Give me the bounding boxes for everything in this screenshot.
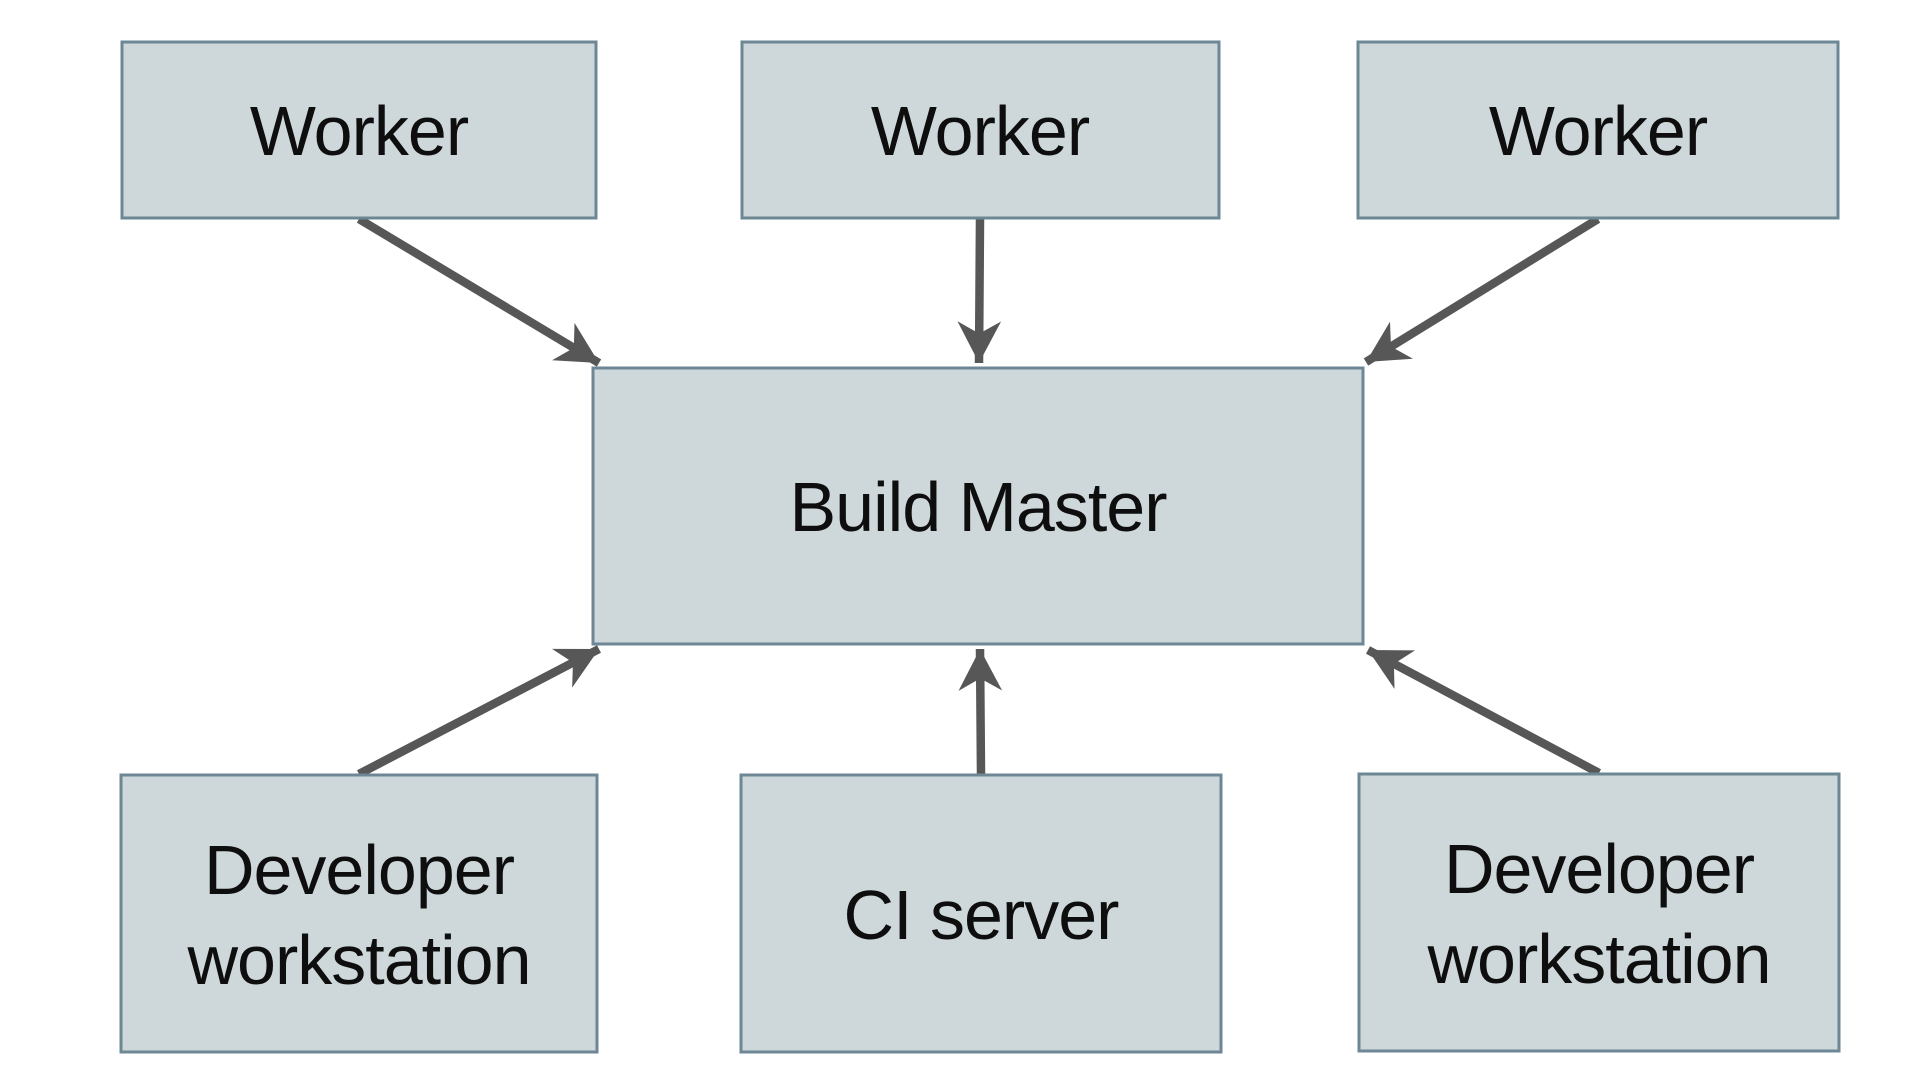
node-developer-workstation-2-box xyxy=(1357,772,1841,1053)
node-ci-server-box xyxy=(739,773,1223,1054)
node-developer-workstation-2: Developer workstation xyxy=(1357,772,1841,1053)
node-build-master: Build Master xyxy=(591,366,1365,646)
node-worker-3: Worker xyxy=(1356,40,1840,220)
arrow-developer-workstation-2-to-build-master xyxy=(1366,646,1601,777)
node-developer-workstation-2-label-line2: workstation xyxy=(1426,920,1770,998)
node-developer-workstation-1-label-line2: workstation xyxy=(186,921,530,999)
arrow-worker-2-to-build-master xyxy=(957,218,1002,364)
node-developer-workstation-1-label-line1: Developer xyxy=(204,831,515,909)
node-worker-1-label: Worker xyxy=(250,92,469,170)
node-worker-3-label: Worker xyxy=(1489,92,1708,170)
node-worker-3-box xyxy=(1356,40,1840,220)
node-ci-server: CI server xyxy=(739,773,1223,1054)
arrow-developer-workstation-1-to-build-master xyxy=(357,645,601,778)
node-worker-1-box xyxy=(120,40,598,220)
node-developer-workstation-2-label-line1: Developer xyxy=(1444,830,1755,908)
node-developer-workstation-1: Developer workstation xyxy=(119,773,599,1054)
node-worker-1: Worker xyxy=(120,40,598,220)
arrow-ci-server-to-build-master xyxy=(958,648,1003,775)
arrow-worker-3-to-build-master xyxy=(1363,215,1601,366)
node-worker-2-label: Worker xyxy=(871,92,1090,170)
edges xyxy=(356,215,1601,778)
arrow-worker-1-to-build-master xyxy=(356,215,602,367)
node-build-master-label: Build Master xyxy=(789,468,1167,546)
node-ci-server-label: CI server xyxy=(844,876,1120,954)
node-worker-2-box xyxy=(740,40,1221,220)
node-developer-workstation-1-box xyxy=(119,773,599,1054)
node-worker-2: Worker xyxy=(740,40,1221,220)
node-build-master-box xyxy=(591,366,1365,646)
